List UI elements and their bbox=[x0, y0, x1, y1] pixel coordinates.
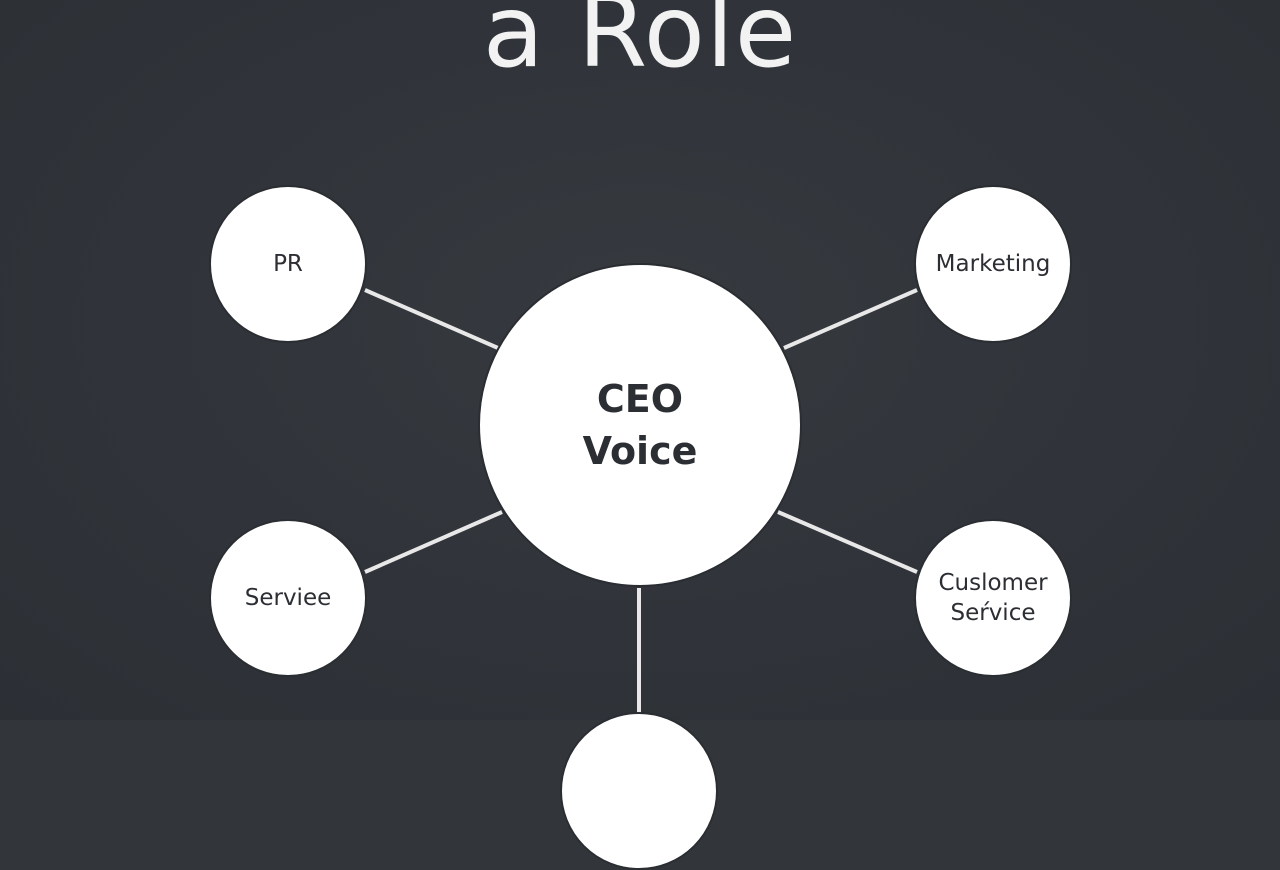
node-ceo-voice: CEO Voice bbox=[478, 263, 802, 587]
connector-layer bbox=[364, 288, 918, 720]
node-service-label: Serviee bbox=[244, 585, 332, 611]
node-customer-service-label: Cuslomer Seŕvice bbox=[938, 570, 1048, 626]
node-service: Serviee bbox=[209, 519, 367, 677]
node-marketing: Marketing bbox=[914, 185, 1072, 343]
connector-pr bbox=[364, 288, 499, 350]
node-bottom bbox=[560, 712, 718, 870]
node-customer-service: Cuslomer Seŕvice bbox=[914, 519, 1072, 677]
connector-customer-service bbox=[777, 510, 918, 574]
node-pr: PR bbox=[209, 185, 367, 343]
connector-service bbox=[364, 510, 503, 574]
diagram-title: a Role bbox=[482, 0, 798, 90]
connector-marketing bbox=[783, 288, 918, 350]
node-marketing-label: Marketing bbox=[935, 251, 1051, 277]
node-ceo-voice-label: CEO Voice bbox=[582, 377, 698, 473]
node-pr-label: PR bbox=[273, 251, 303, 277]
